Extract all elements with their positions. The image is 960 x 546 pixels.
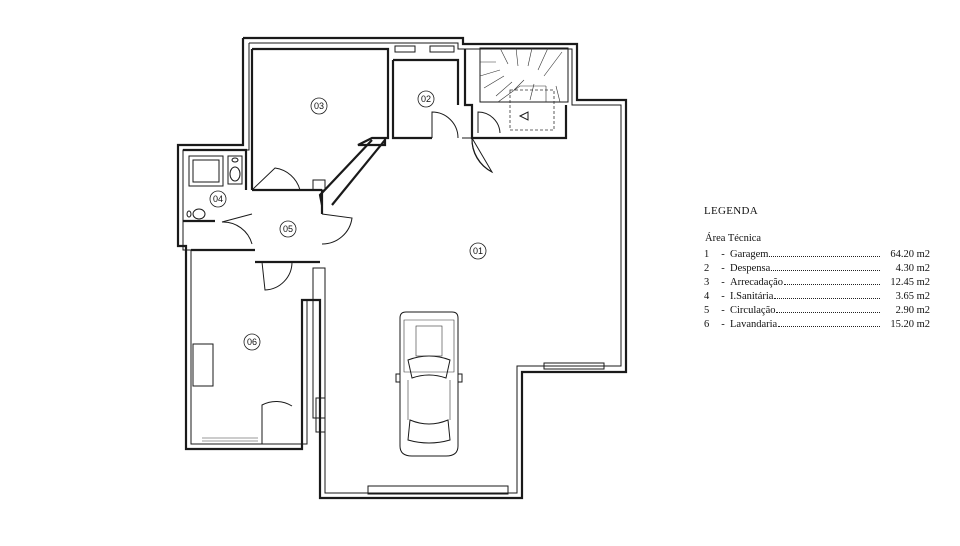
room-label-06: 06 <box>243 333 261 351</box>
legend-item-area: 2.90 m2 <box>895 305 930 316</box>
legend-item-name: Circulação <box>730 305 776 316</box>
legend-item-number: 6 <box>704 319 710 330</box>
leader-dots <box>771 270 880 271</box>
room-label-04: 04 <box>209 190 227 208</box>
room-label-05: 05 <box>279 220 297 238</box>
svg-text:06: 06 <box>247 337 257 347</box>
legend-item-number: 1 <box>704 249 710 260</box>
legend-item-number: 5 <box>704 305 710 316</box>
legend-item-name: Arrecadação <box>730 277 784 288</box>
leader-dots <box>774 298 880 299</box>
legend: LEGENDA Área Técnica 1 - Garagem 64.20 m… <box>700 205 930 332</box>
doors <box>221 111 501 444</box>
svg-text:03: 03 <box>314 101 324 111</box>
legend-item-name: I.Sanitária <box>730 291 774 302</box>
legend-list: 1 - Garagem 64.20 m2 2 - Despensa 4.30 m… <box>700 248 930 332</box>
svg-text:02: 02 <box>421 94 431 104</box>
legend-subtitle: Área Técnica <box>705 233 762 244</box>
svg-text:05: 05 <box>283 224 293 234</box>
leader-dots <box>778 326 880 327</box>
legend-item-name: Despensa <box>730 263 771 274</box>
legend-separator: - <box>721 249 725 260</box>
svg-text:01: 01 <box>473 246 483 256</box>
legend-item-number: 2 <box>704 263 710 274</box>
room-label-02: 02 <box>417 90 435 108</box>
legend-item: 1 - Garagem 64.20 m2 <box>700 248 930 262</box>
legend-item-number: 3 <box>704 277 710 288</box>
legend-item-area: 4.30 m2 <box>895 263 930 274</box>
legend-separator: - <box>721 277 725 288</box>
legend-item: 6 - Lavandaria 15.20 m2 <box>700 318 930 332</box>
bathroom-fixtures <box>186 155 326 220</box>
leader-dots <box>776 312 880 313</box>
legend-item-area: 15.20 m2 <box>890 319 930 330</box>
legend-item-name: Lavandaria <box>730 319 778 330</box>
svg-text:04: 04 <box>213 194 223 204</box>
leader-dots <box>769 256 880 257</box>
legend-item-area: 64.20 m2 <box>890 249 930 260</box>
legend-item: 2 - Despensa 4.30 m2 <box>700 262 930 276</box>
legend-item: 3 - Arrecadação 12.45 m2 <box>700 276 930 290</box>
legend-item: 5 - Circulação 2.90 m2 <box>700 304 930 318</box>
room-label-03: 03 <box>310 97 328 115</box>
legend-separator: - <box>721 263 725 274</box>
leader-dots <box>784 284 880 285</box>
legend-item-name: Garagem <box>730 249 769 260</box>
interior-walls <box>183 45 605 495</box>
room-label-01: 01 <box>469 242 487 260</box>
legend-item: 4 - I.Sanitária 3.65 m2 <box>700 290 930 304</box>
legend-item-number: 4 <box>704 291 710 302</box>
legend-item-area: 3.65 m2 <box>895 291 930 302</box>
legend-separator: - <box>721 319 725 330</box>
legend-separator: - <box>721 291 725 302</box>
legend-item-area: 12.45 m2 <box>890 277 930 288</box>
legend-title: LEGENDA <box>704 205 759 217</box>
stairs <box>479 47 569 131</box>
outer-walls <box>176 36 628 500</box>
legend-separator: - <box>721 305 725 316</box>
car-symbol <box>395 311 463 457</box>
